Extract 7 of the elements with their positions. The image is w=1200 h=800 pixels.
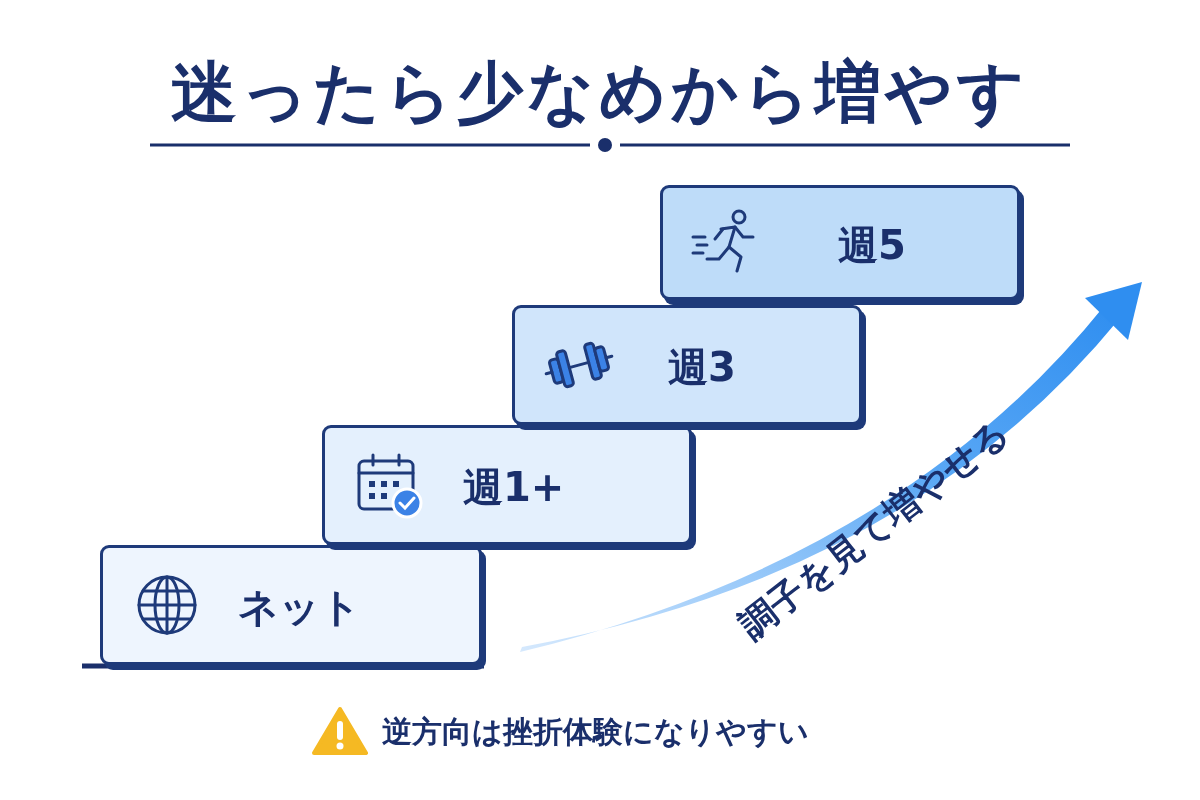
step-label: 週3	[668, 343, 736, 392]
step-label: ネット	[238, 583, 361, 632]
title: 迷ったら少なめから増やす	[170, 53, 1030, 133]
step-label: 週5	[838, 220, 906, 270]
step-label: 週1+	[463, 463, 565, 512]
arrow-caption: 調子を見て増やせる	[730, 410, 1018, 649]
warning-note: 逆方向は挫折体験になりやすい	[382, 713, 809, 751]
